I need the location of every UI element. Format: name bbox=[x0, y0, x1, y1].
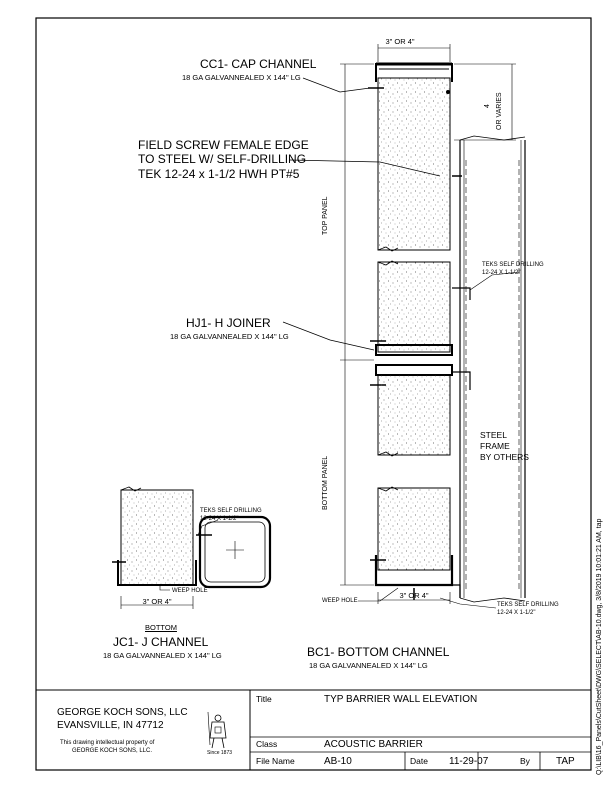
knight-logo-icon bbox=[207, 711, 227, 749]
field-screw-line3: TEK 12-24 x 1-1/2 HWH PT#5 bbox=[138, 166, 300, 181]
weep-hole-left: WEEP HOLE bbox=[172, 588, 208, 594]
teks-lower-line1: TEKS SELF DRILLING bbox=[497, 602, 559, 608]
weep-hole-right: WEEP HOLE bbox=[322, 598, 358, 604]
j-detail-tube bbox=[198, 515, 272, 589]
top-panel-lower bbox=[377, 261, 451, 353]
j-channel-spec: 18 GA GALVANNEALED X 144" LG bbox=[103, 651, 222, 660]
teks-j-line1: TEKS SELF DRILLING bbox=[200, 508, 262, 514]
h-joiner-title: HJ1- H JOINER bbox=[186, 316, 271, 330]
class-value: ACOUSTIC BARRIER bbox=[324, 739, 423, 750]
teks-note-j: TEKS SELF DRILLING 12-24 X 1-1/2" bbox=[200, 508, 262, 524]
title-label: Title bbox=[256, 694, 272, 704]
date-label: Date bbox=[410, 756, 428, 766]
date-value: 11-29-07 bbox=[449, 756, 489, 767]
file-path-stamp: Q:\LIB\16_Panels\CutSheet\DWG\SELECT\AB-… bbox=[596, 518, 603, 775]
title-value: TYP BARRIER WALL ELEVATION bbox=[324, 694, 478, 705]
teks-upper-line1: TEKS SELF DRILLING bbox=[482, 262, 544, 268]
by-value: TAP bbox=[556, 756, 575, 767]
company-city: EVANSVILLE, IN 47712 bbox=[57, 720, 164, 731]
teks-upper-line2: 12-24 X 1-1/2" bbox=[482, 269, 521, 276]
since-label: Since 1873 bbox=[207, 750, 233, 756]
field-screw-note: FIELD SCREW FEMALE EDGE TO STEEL W/ SELF… bbox=[138, 138, 309, 181]
teks-note-lower: TEKS SELF DRILLING 12-24 X 1-1/2" bbox=[497, 602, 559, 618]
bottom-panel-upper bbox=[377, 374, 451, 456]
dim-bottom-width-label: 3" OR 4" bbox=[399, 591, 429, 600]
field-screw-line1: FIELD SCREW FEMALE EDGE bbox=[138, 138, 309, 152]
steel-frame-line2: FRAME bbox=[480, 441, 510, 452]
h-joiner-bottom bbox=[375, 364, 453, 376]
bottom-channel-title: BC1- BOTTOM CHANNEL bbox=[307, 645, 450, 659]
dim-top-panel-label: TOP PANEL bbox=[322, 196, 329, 235]
cap-channel-spec: 18 GA GALVANNEALED X 144" LG bbox=[182, 73, 301, 82]
teks-lower-line2: 12-24 X 1-1/2" bbox=[497, 609, 536, 616]
dim-cap-varies-label: OR VARIES bbox=[496, 92, 503, 130]
dim-cap-height-label: 4 bbox=[484, 104, 491, 108]
h-joiner-spec: 18 GA GALVANNEALED X 144" LG bbox=[170, 332, 289, 341]
dim-j-width-label: 3" OR 4" bbox=[142, 597, 172, 606]
file-name-value: AB-10 bbox=[324, 756, 352, 767]
cap-channel-title: CC1- CAP CHANNEL bbox=[200, 57, 317, 71]
by-label: By bbox=[520, 756, 530, 766]
j-channel-title: JC1- J CHANNEL bbox=[113, 635, 209, 649]
file-name-label: File Name bbox=[256, 756, 295, 766]
dim-top-width-label: 3" OR 4" bbox=[385, 37, 415, 46]
bottom-panel-lower bbox=[377, 487, 451, 571]
sheet-border bbox=[35, 17, 592, 771]
j-detail-panel bbox=[120, 489, 194, 586]
class-label: Class bbox=[256, 739, 278, 749]
dim-bottom-panel-label: BOTTOM PANEL bbox=[322, 455, 329, 510]
property-note-1: This drawing intellectual property of bbox=[60, 740, 155, 746]
company-name: GEORGE KOCH SONS, LLC bbox=[57, 707, 188, 718]
j-channel-bottom-label: BOTTOM bbox=[145, 623, 177, 632]
steel-frame-line3: BY OTHERS bbox=[480, 452, 529, 463]
field-screw-line2: TO STEEL W/ SELF-DRILLING bbox=[138, 152, 307, 167]
property-note-2: GEORGE KOCH SONS, LLC. bbox=[72, 748, 153, 754]
j-channel bbox=[117, 560, 197, 586]
teks-note-upper: TEKS SELF DRILLING 12-24 X 1-1/2" bbox=[482, 262, 544, 278]
teks-j-line2: 12-24 X 1-1/2" bbox=[200, 515, 239, 522]
bottom-channel-spec: 18 GA GALVANNEALED X 144" LG bbox=[309, 661, 428, 670]
steel-frame-note: STEEL FRAME BY OTHERS bbox=[480, 430, 529, 463]
steel-frame-line1: STEEL bbox=[480, 430, 507, 440]
bottom-channel bbox=[374, 555, 454, 587]
